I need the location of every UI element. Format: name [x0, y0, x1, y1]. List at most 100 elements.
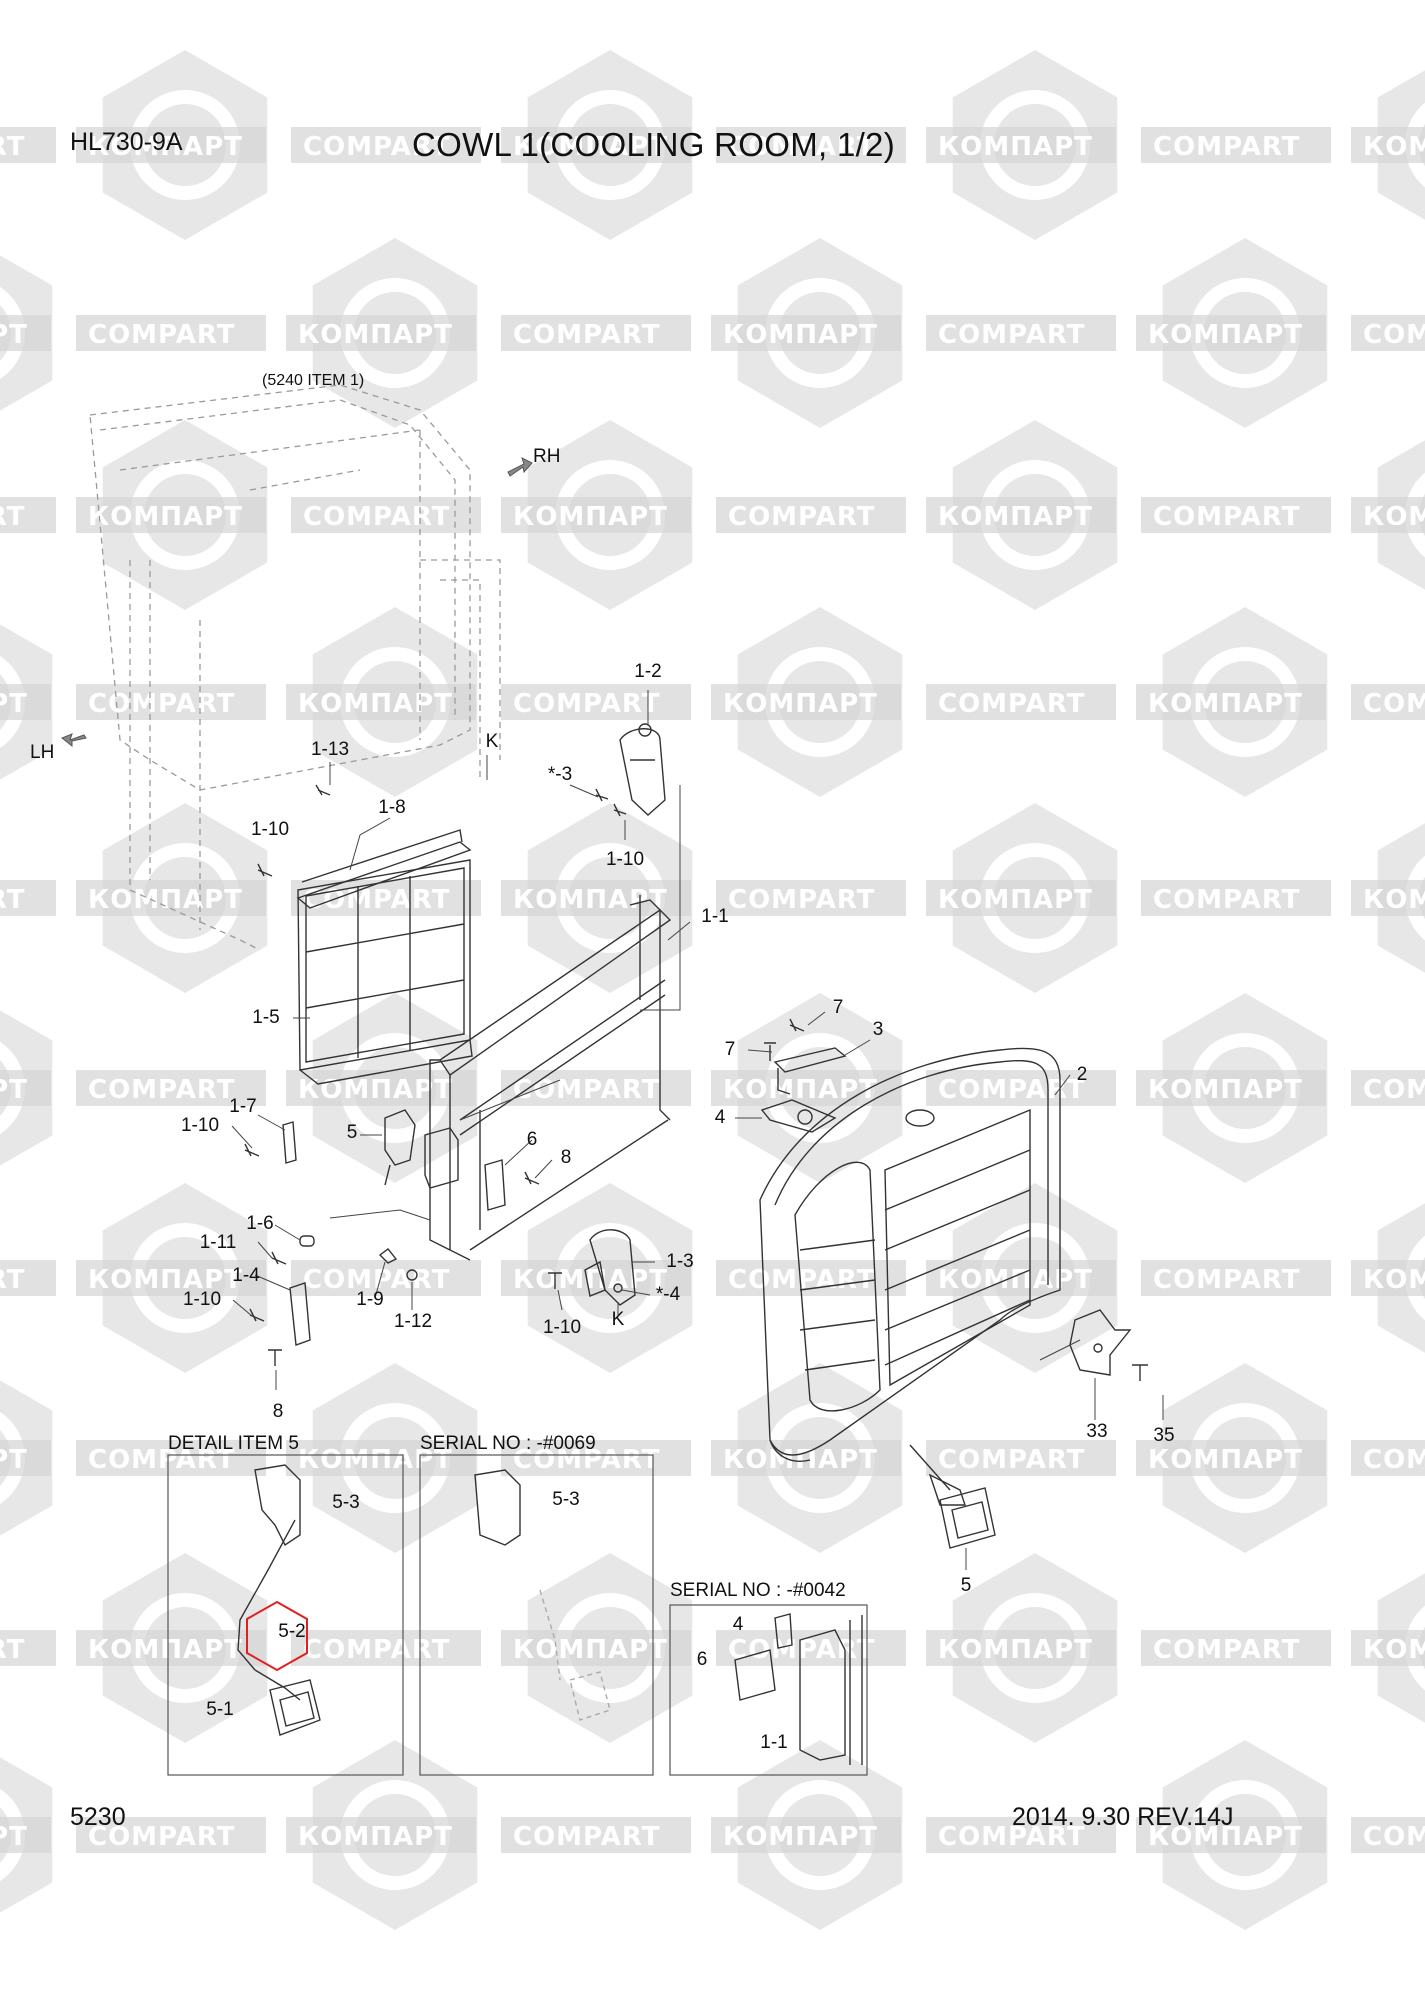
watermark-band: [926, 315, 1116, 351]
callout-8-a: 8: [560, 1147, 572, 1168]
serial0042-callout-1-1: 1-1: [760, 1732, 788, 1753]
watermark-band: [501, 497, 691, 533]
watermark-band: [1141, 880, 1331, 916]
watermark-text: КОМПАРТ: [938, 885, 1093, 915]
watermark-text: КОМПАРТ: [1148, 1075, 1303, 1105]
callout-star-3: *-3: [547, 764, 573, 785]
watermark-text: КОМПАРТ: [1363, 502, 1425, 532]
watermark-text: COMPART: [513, 1445, 660, 1475]
watermark-band: [76, 497, 266, 533]
watermark-text: КОМПАРТ: [1363, 1635, 1425, 1665]
watermark-band: [76, 1630, 266, 1666]
watermark-band: [501, 1440, 691, 1476]
latch-bracket: [384, 1109, 506, 1211]
watermark-band: [1136, 315, 1326, 351]
watermark-band: [926, 1817, 1116, 1853]
watermark-text: КОМПАРТ: [513, 885, 668, 915]
watermark-text: КОМПАРТ: [1363, 885, 1425, 915]
callout-1-8: 1-8: [378, 797, 406, 818]
watermark-band: [711, 1440, 901, 1476]
watermark-band: [1351, 880, 1425, 916]
highlight-hexagon: [246, 1600, 308, 1672]
watermark-text: COMPART: [1153, 502, 1300, 532]
callout-1-4: 1-4: [232, 1265, 260, 1286]
watermark-text: COMPART: [728, 502, 875, 532]
ghost-cooling-room: [89, 384, 501, 951]
watermark-text: КОМПАРТ: [938, 1265, 1093, 1295]
detail5-callout-5-3: 5-3: [332, 1492, 360, 1513]
serial-0042-title: SERIAL NO : -#0042: [670, 1580, 846, 1601]
watermark-band: [286, 1817, 476, 1853]
detail-box-frames: [167, 1454, 868, 1776]
watermark-text: КОМПАРТ: [298, 320, 453, 350]
callout-1-2: 1-2: [634, 661, 662, 682]
watermark-band: [1351, 497, 1425, 533]
watermark-band: [716, 1630, 906, 1666]
callout-star-4: *-4: [655, 1284, 681, 1305]
serial0042-callout-4: 4: [732, 1614, 744, 1635]
callout-35: 35: [1153, 1425, 1175, 1446]
callout-1-9: 1-9: [356, 1289, 384, 1310]
watermark-band: [286, 1440, 476, 1476]
watermark-band: [0, 127, 56, 163]
watermark-text: COMPART: [0, 1265, 25, 1295]
seal-strip: [296, 829, 472, 909]
watermark-text: КОМПАРТ: [938, 1635, 1093, 1665]
callout-1-1: 1-1: [701, 906, 729, 927]
watermark-band: [501, 315, 691, 351]
watermark-band: [926, 684, 1116, 720]
detail-item-5-parts: [237, 1464, 321, 1736]
latch-handle: [909, 1444, 996, 1549]
callout-4: 4: [714, 1107, 726, 1128]
watermark-band: [0, 1440, 51, 1476]
watermark-text: COMPART: [1153, 132, 1300, 162]
callout-33: 33: [1086, 1421, 1108, 1442]
watermark-band: [0, 1817, 51, 1853]
watermark-text: COMPART: [513, 1075, 660, 1105]
watermark-text: COMPART: [303, 1635, 450, 1665]
watermark-text: КОМПАРТ: [298, 1445, 453, 1475]
model-number: HL730-9A: [70, 128, 183, 156]
watermark-text: COMPART: [303, 1265, 450, 1295]
watermark-text: КОМПАРТ: [723, 689, 878, 719]
watermark-band: [291, 1260, 481, 1296]
watermark-text: COMPART: [303, 132, 450, 162]
watermark-text: COMPART: [513, 1822, 660, 1852]
watermark-text: COMPART: [938, 320, 1085, 350]
watermark-band: [501, 127, 691, 163]
watermark-band: [1141, 1630, 1331, 1666]
serial-0069-parts: [474, 1469, 611, 1721]
watermark-band: [0, 1260, 56, 1296]
serial0069-callout-5-3: 5-3: [552, 1489, 580, 1510]
watermark-band: [716, 127, 906, 163]
bracket-3: [773, 1047, 847, 1095]
watermark-text: COMPART: [728, 885, 875, 915]
watermark-band: [1351, 1817, 1425, 1853]
watermark-text: COMPART: [938, 1445, 1085, 1475]
watermark-band: [1136, 1070, 1326, 1106]
watermark-text: КОМПАРТ: [298, 1075, 453, 1105]
watermark-band: [76, 684, 266, 720]
watermark-band: [926, 1070, 1116, 1106]
date-revision: 2014. 9.30 REV.14J: [1012, 1803, 1234, 1831]
watermark-text: COMPART: [1153, 1265, 1300, 1295]
watermark-text: КОМПАРТ: [513, 502, 668, 532]
callout-1-7: 1-7: [229, 1096, 257, 1117]
watermark-text: КОМПАРТ: [723, 320, 878, 350]
filter-screen: [297, 859, 473, 1085]
watermark-band: [76, 1440, 266, 1476]
small-brackets: [282, 1121, 311, 1346]
watermark-band: [76, 127, 266, 163]
watermark-band: [76, 1260, 266, 1296]
watermark-text: COMPART: [88, 1445, 235, 1475]
watermark-text: COMPART: [728, 132, 875, 162]
watermark-band: [711, 684, 901, 720]
watermark-band: [76, 315, 266, 351]
watermark-text: КОМПАРТ: [88, 502, 243, 532]
watermark-band: [1141, 1260, 1331, 1296]
detail5-callout-5-1: 5-1: [206, 1699, 234, 1720]
watermark-band: [1351, 1070, 1425, 1106]
watermark-band: [291, 497, 481, 533]
watermark-text: COMPART: [1363, 1445, 1425, 1475]
